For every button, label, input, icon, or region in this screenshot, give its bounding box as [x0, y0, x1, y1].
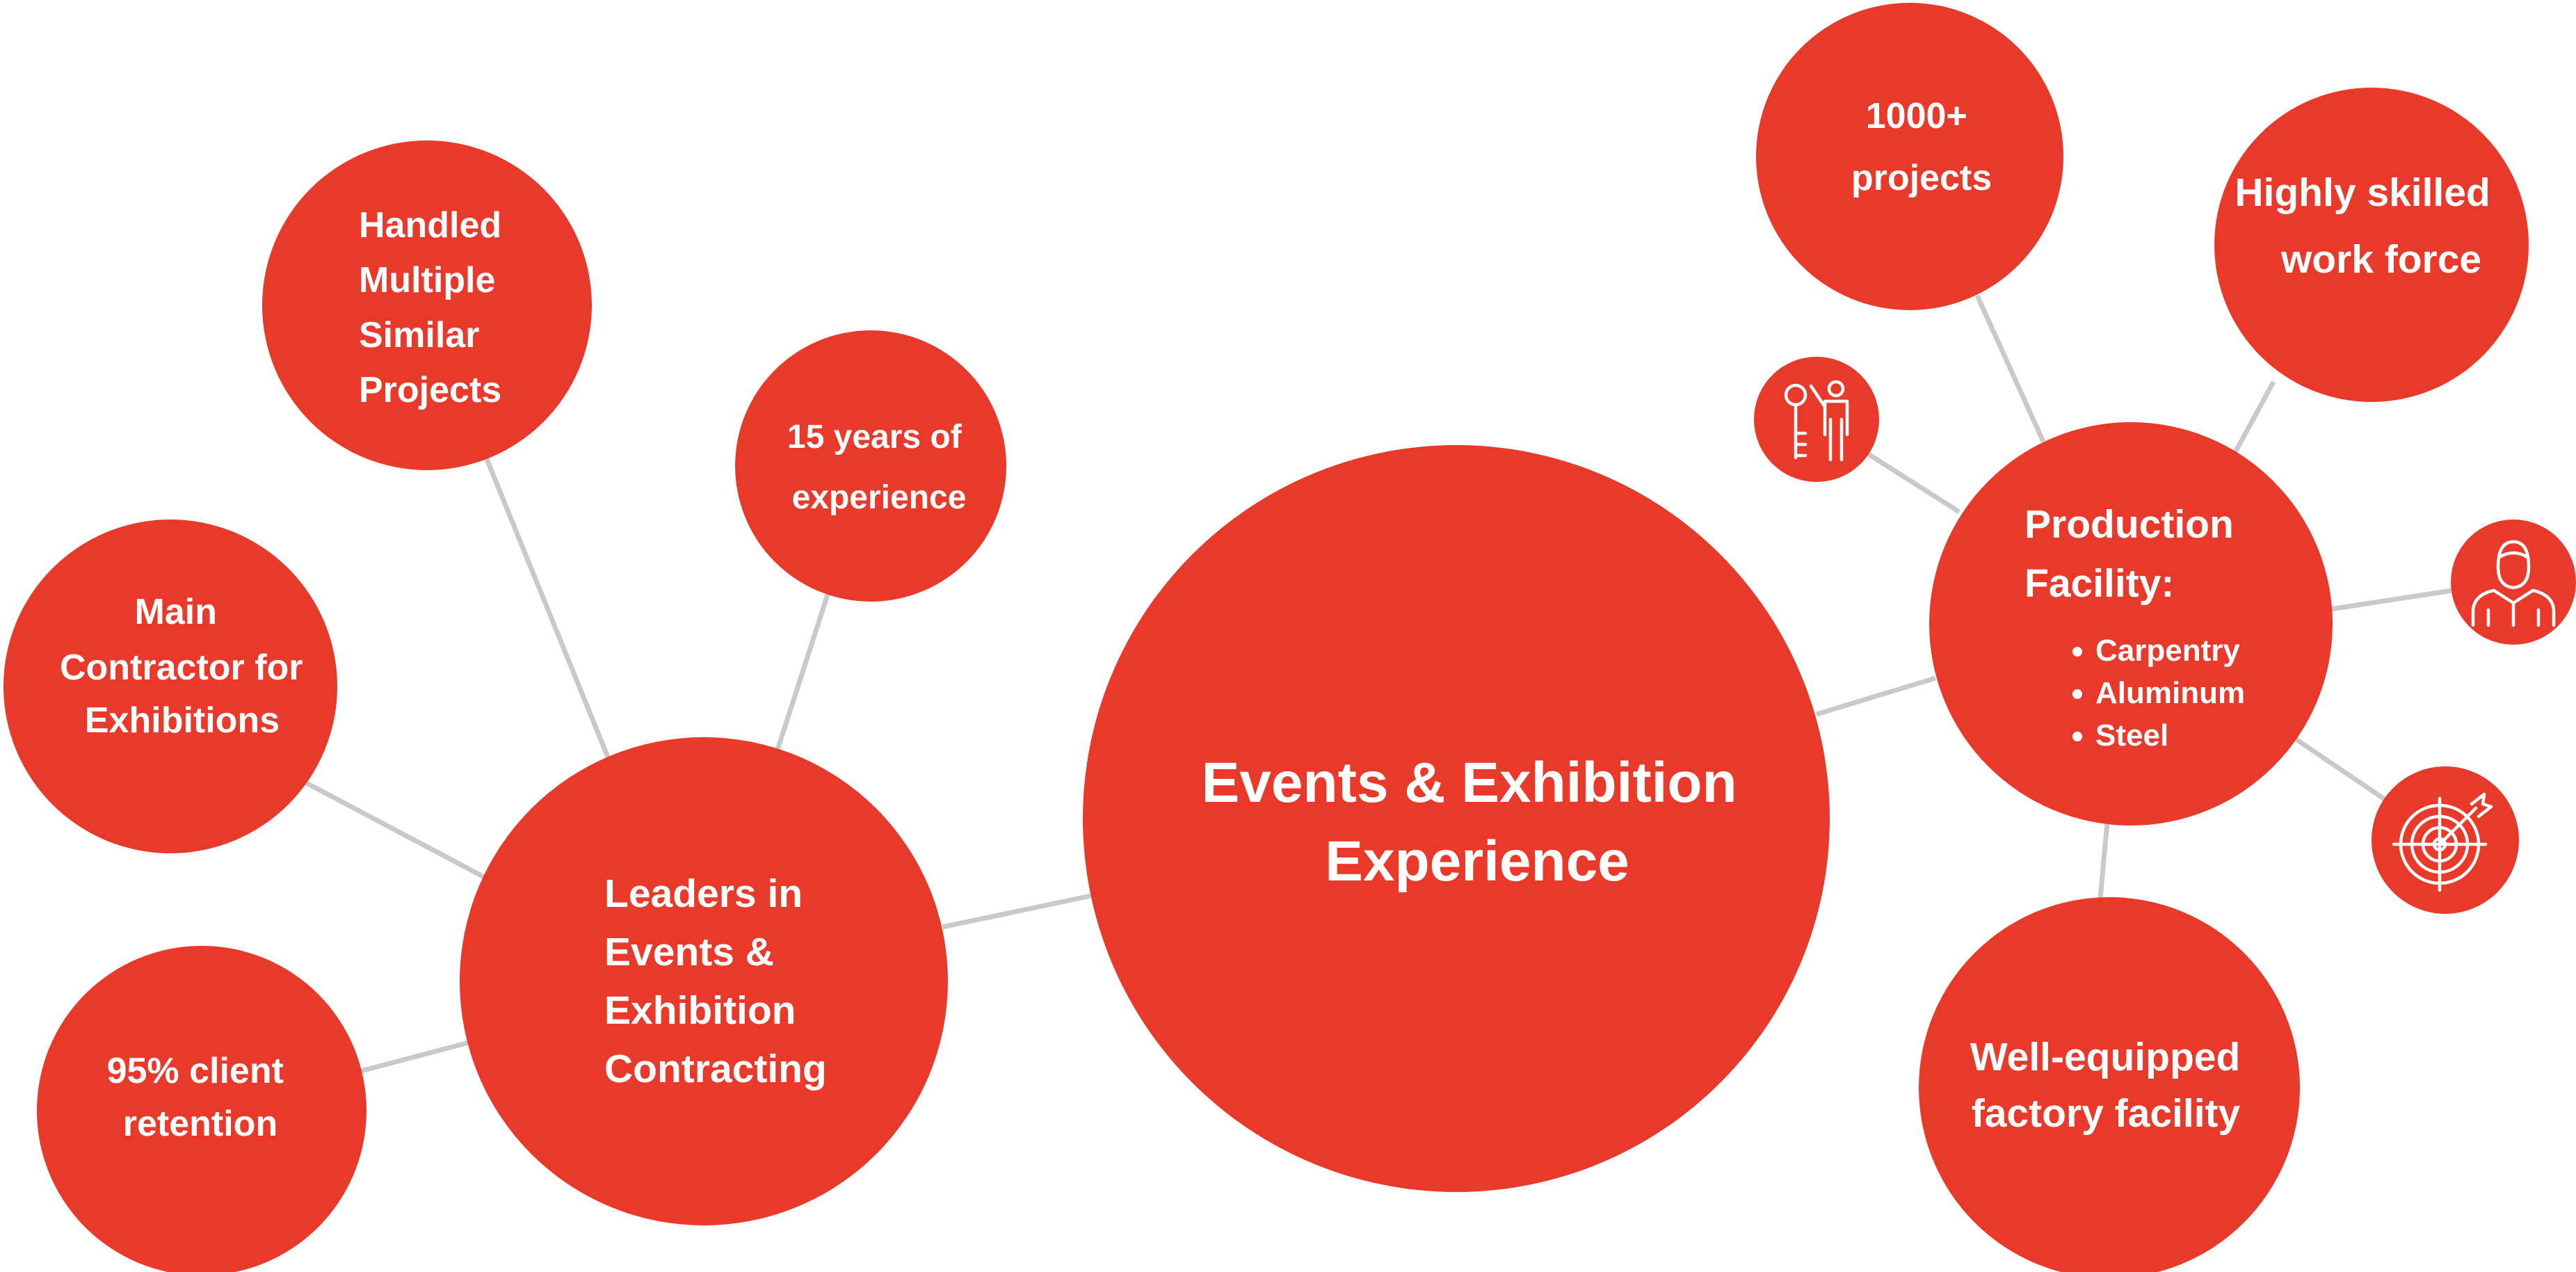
- workforce-label-line1: Highly skilled: [2235, 170, 2490, 215]
- main-contractor-label-line1: Main: [135, 592, 217, 632]
- connector-central-leaders: [942, 893, 1092, 930]
- main-contractor-label-line2: Contractor for: [60, 647, 303, 688]
- central-label: Events & Exhibition Experience: [1202, 751, 1753, 893]
- central-label-line1: Events & Exhibition: [1202, 751, 1737, 814]
- main-contractor-label: Main Contractor for Exhibitions: [60, 592, 313, 741]
- connector-central-production: [1815, 675, 1937, 717]
- connector-production-target-icon: [2292, 735, 2389, 803]
- handled-label: Handled Multiple Similar Projects: [359, 205, 512, 410]
- labels: Events & Exhibition Experience Leaders i…: [60, 96, 2501, 1144]
- production-item: Carpentry: [2095, 634, 2240, 668]
- central-label-line2: Experience: [1325, 830, 1629, 893]
- factory-label-line2: factory facility: [1972, 1091, 2241, 1136]
- handled-node: [262, 140, 592, 470]
- experience-label-line2: experience: [792, 479, 967, 516]
- workforce-label: Highly skilled work force: [2235, 170, 2501, 282]
- key-person-icon: [1784, 380, 1849, 462]
- worker-icon-node: [2451, 520, 2576, 645]
- leaders-label: Leaders in Events & Exhibition Contracti…: [604, 871, 827, 1091]
- connector-leaders-experience: [775, 593, 830, 751]
- factory-label: Well-equipped factory facility: [1970, 1035, 2251, 1136]
- handled-label-line4: Projects: [359, 370, 501, 410]
- connector-lines: [303, 294, 2458, 1074]
- main-contractor-node: [3, 520, 337, 853]
- projects-label: 1000+ projects: [1851, 96, 1992, 198]
- bullet-dot: [2072, 732, 2082, 741]
- production-items: Carpentry Aluminum Steel: [2072, 634, 2245, 752]
- handled-label-line2: Multiple: [359, 260, 495, 300]
- retention-label-line2: retention: [123, 1104, 277, 1144]
- bullet-dot: [2072, 689, 2082, 699]
- connector-production-projects: [1974, 294, 2046, 443]
- nodes: [3, 3, 2576, 1272]
- projects-node: [1756, 3, 2063, 310]
- leaders-label-line2: Events &: [604, 930, 774, 974]
- factory-label-line1: Well-equipped: [1970, 1035, 2240, 1079]
- connector-production-key-icon: [1864, 450, 1961, 514]
- workforce-node: [2214, 88, 2529, 402]
- experience-label-line1: 15 years of: [787, 419, 963, 456]
- workforce-label-line2: work force: [2280, 237, 2481, 282]
- retention-node: [37, 946, 367, 1272]
- target-icon: [2392, 792, 2493, 892]
- leaders-node: [460, 737, 948, 1225]
- connector-leaders-main-contractor: [303, 779, 485, 880]
- retention-label-line1: 95% client: [107, 1051, 284, 1091]
- production-title-line1: Production: [2024, 502, 2234, 547]
- projects-label-line1: 1000+: [1866, 96, 1967, 136]
- worker-icon: [2471, 540, 2556, 627]
- handled-label-line3: Similar: [359, 315, 479, 355]
- connector-leaders-retention: [360, 1038, 475, 1074]
- key-icon-node: [1754, 357, 1879, 482]
- experience-label: 15 years of experience: [787, 419, 971, 516]
- central-node: [1083, 445, 1830, 1192]
- experience-node: [735, 330, 1006, 602]
- factory-node: [1919, 897, 2300, 1272]
- main-contractor-label-line3: Exhibitions: [85, 700, 280, 741]
- production-title-line2: Facility:: [2024, 561, 2174, 606]
- connector-production-worker-icon: [2325, 587, 2458, 613]
- leaders-label-line1: Leaders in: [604, 871, 803, 916]
- production-node: [1929, 422, 2333, 826]
- production-item: Aluminum: [2095, 676, 2245, 710]
- projects-label-line2: projects: [1851, 158, 1992, 198]
- retention-label: 95% client retention: [107, 1051, 294, 1144]
- bullet-dot: [2072, 647, 2082, 657]
- connector-production-workforce: [2231, 380, 2276, 456]
- leaders-label-line3: Exhibition: [604, 988, 796, 1033]
- leaders-label-line4: Contracting: [604, 1047, 827, 1091]
- connector-leaders-handled: [479, 446, 611, 760]
- production-item: Steel: [2095, 718, 2168, 752]
- handled-label-line1: Handled: [359, 205, 501, 245]
- production-title: Production Facility:: [2024, 502, 2245, 606]
